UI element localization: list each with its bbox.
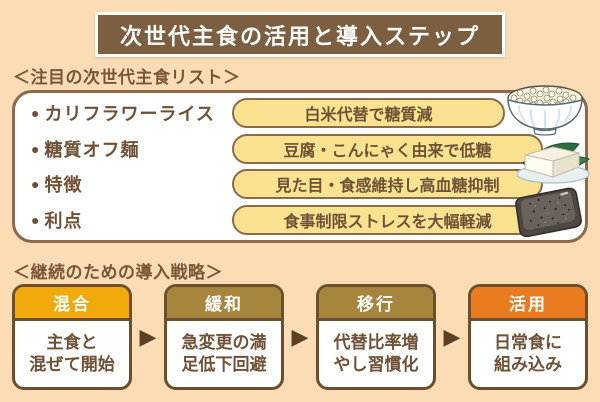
step-card-body: 急変更の満 足低下回避 [167, 321, 281, 387]
step-card-body: 日常食に 組み込み [471, 321, 585, 387]
list-section-heading: ＜注目の次世代主食リスト＞ [13, 68, 241, 87]
introduction-steps-flow: 混合 主食と 混ぜて開始 ▶ 緩和 急変更の満 足低下回避 ▶ 移行 代替比率増… [12, 284, 588, 390]
step-card-header: 移行 [319, 287, 433, 321]
list-item-value-pill: 豆腐・こんにゃく由来で低糖 [232, 133, 543, 164]
bullet-icon: ● [31, 140, 40, 157]
flow-arrow-icon: ▶ [443, 324, 461, 349]
step-body-line: 組み込み [494, 355, 562, 374]
next-gen-staple-list-panel: ● カリフラワーライス 白米代替で糖質減 ● 糖質オフ麺 豆腐・こんにゃく由来で… [12, 90, 588, 243]
list-item-label: 特徴 [44, 175, 83, 196]
step-body-line: 日常食に [494, 332, 562, 352]
step-card-transition: 移行 代替比率増 やし習慣化 [316, 284, 436, 390]
bullet-icon: ● [31, 176, 40, 193]
cauliflower-rice-bowl-icon [507, 85, 583, 136]
list-item-value-pill: 見た目・食感維持し高血糖抑制 [232, 169, 543, 200]
page-title: 次世代主食の活用と導入ステップ [95, 12, 505, 57]
step-body-line: 代替比率増 [333, 332, 419, 352]
list-item-label: カリフラワーライス [44, 104, 215, 125]
list-item: ● 利点 食事制限ストレスを大幅軽減 [31, 204, 585, 235]
bullet-icon: ● [31, 105, 40, 122]
step-card-header: 活用 [471, 287, 585, 321]
list-item-value-pill: 白米代替で糖質減 [232, 98, 505, 129]
list-item-label: 糖質オフ麺 [44, 139, 140, 160]
step-body-line: 混ぜて開始 [29, 355, 115, 374]
tofu-on-plate-icon [516, 142, 591, 184]
list-item: ● カリフラワーライス 白米代替で糖質減 [31, 98, 585, 129]
step-card-header: 混合 [15, 287, 129, 321]
list-item: ● 特徴 見た目・食感維持し高血糖抑制 [31, 169, 585, 200]
step-card-ease: 緩和 急変更の満 足低下回避 [164, 284, 284, 390]
flow-arrow-icon: ▶ [139, 324, 157, 349]
steps-section-heading: ＜継続のための導入戦略＞ [13, 263, 223, 282]
flow-arrow-icon: ▶ [291, 324, 309, 349]
step-card-mix: 混合 主食と 混ぜて開始 [12, 284, 132, 390]
step-card-utilize: 活用 日常食に 組み込み [468, 284, 588, 390]
step-card-header: 緩和 [167, 287, 281, 321]
step-body-line: 足低下回避 [181, 355, 267, 374]
konnyaku-block-icon [515, 187, 582, 238]
step-body-line: やし習慣化 [333, 355, 419, 374]
step-body-line: 急変更の満 [181, 332, 267, 352]
list-item: ● 糖質オフ麺 豆腐・こんにゃく由来で低糖 [31, 133, 585, 164]
step-body-line: 主食と [46, 332, 98, 352]
list-item-value-pill: 食事制限ストレスを大幅軽減 [232, 204, 543, 235]
step-card-body: 主食と 混ぜて開始 [15, 321, 129, 387]
list-item-label: 利点 [44, 210, 83, 231]
step-card-body: 代替比率増 やし習慣化 [319, 321, 433, 387]
bullet-icon: ● [31, 211, 40, 228]
